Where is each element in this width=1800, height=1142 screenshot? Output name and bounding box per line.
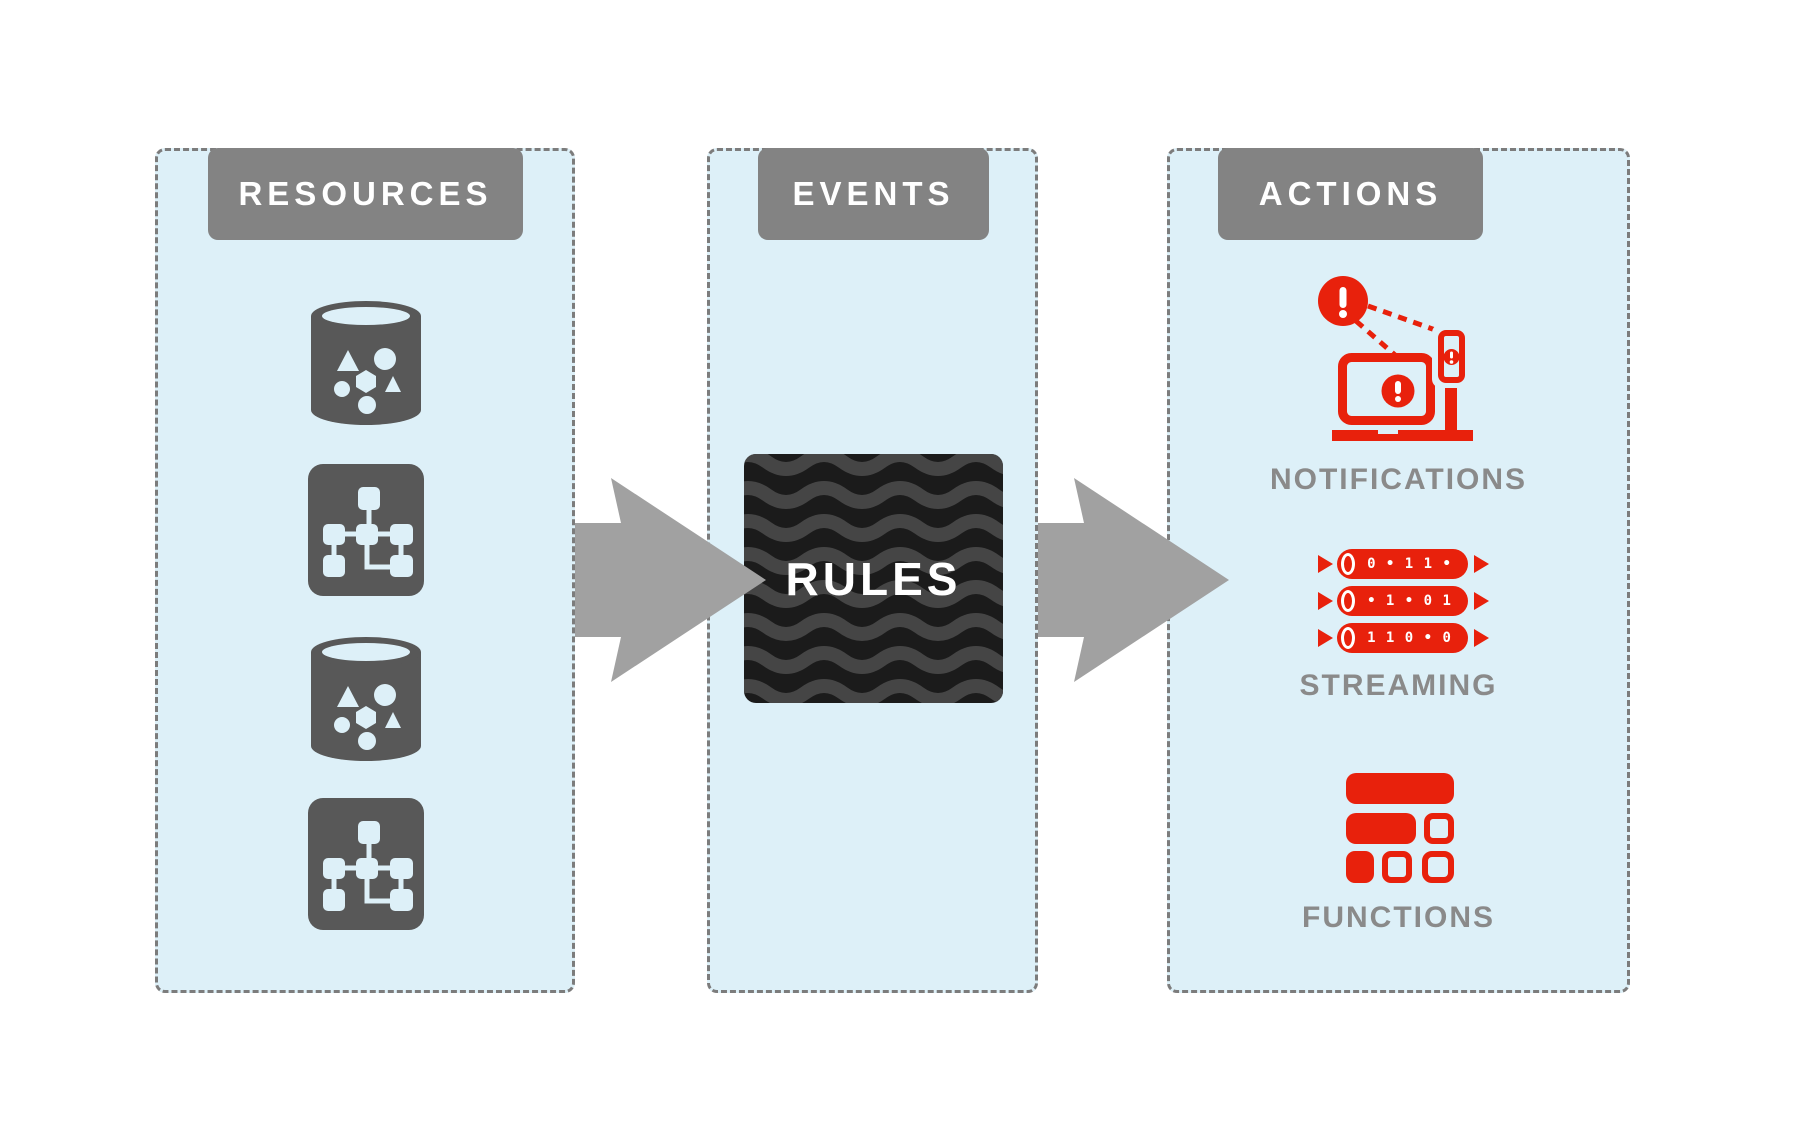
function-block: [1422, 851, 1454, 883]
play-triangle-icon: [1474, 555, 1489, 573]
cylinder-end-icon: [1341, 627, 1355, 649]
panel-events: EVENTS: [707, 148, 1038, 993]
streaming-data-icon-row: 1 1 0 • 0: [1318, 623, 1489, 653]
flowchart-icon: [308, 798, 424, 930]
functions-blocks-icon: [1346, 773, 1454, 883]
play-triangle-icon: [1318, 592, 1333, 610]
flowchart-icon: [308, 464, 424, 596]
panel-events-header: EVENTS: [758, 148, 989, 240]
waves-pattern-icon: [744, 454, 1003, 703]
play-triangle-icon: [1474, 629, 1489, 647]
streaming-label: STREAMING: [1299, 669, 1498, 702]
function-block: [1424, 813, 1454, 844]
streaming-data-icon-row: • 1 • 0 1: [1318, 586, 1489, 616]
panel-resources-header: RESOURCES: [208, 148, 523, 240]
flowchart-icon-svg: [308, 798, 424, 930]
rules-label: RULES: [785, 552, 962, 605]
function-block: [1346, 851, 1374, 883]
panel-events-title: EVENTS: [792, 175, 955, 212]
data-pill: 0 • 1 1 •: [1337, 549, 1468, 579]
function-block: [1382, 851, 1412, 883]
functions-label: FUNCTIONS: [1302, 901, 1495, 934]
laptop-icon: [1338, 353, 1435, 425]
database-icon-svg: [311, 637, 421, 761]
play-triangle-icon: [1318, 555, 1333, 573]
data-pill: • 1 • 0 1: [1337, 586, 1468, 616]
panel-actions-title: ACTIONS: [1258, 175, 1443, 212]
flowchart-icon-svg: [308, 464, 424, 596]
panel-resources: RESOURCES: [155, 148, 575, 993]
play-triangle-icon: [1318, 629, 1333, 647]
database-icon: [308, 300, 424, 426]
laptop-base: [1332, 430, 1473, 441]
database-icon: [308, 636, 424, 762]
function-block: [1346, 813, 1416, 844]
cylinder-end-icon: [1341, 590, 1355, 612]
rules-box: RULES: [744, 454, 1003, 703]
function-block: [1346, 773, 1454, 804]
binary-digits: • 1 • 0 1: [1367, 593, 1452, 609]
database-icon-svg: [311, 301, 421, 425]
panel-resources-title: RESOURCES: [238, 175, 493, 212]
panel-actions-header: ACTIONS: [1218, 148, 1483, 240]
play-triangle-icon: [1474, 592, 1489, 610]
panel-actions: ACTIONS NOTIFICATIONS: [1167, 148, 1630, 993]
cylinder-end-icon: [1341, 553, 1355, 575]
notifications-label: NOTIFICATIONS: [1269, 463, 1528, 496]
alert-notifications-icon: [1318, 276, 1473, 441]
binary-digits: 1 1 0 • 0: [1367, 630, 1452, 646]
streaming-data-icon-row: 0 • 1 1 •: [1318, 549, 1489, 579]
data-pill: 1 1 0 • 0: [1337, 623, 1468, 653]
binary-digits: 0 • 1 1 •: [1367, 556, 1452, 572]
